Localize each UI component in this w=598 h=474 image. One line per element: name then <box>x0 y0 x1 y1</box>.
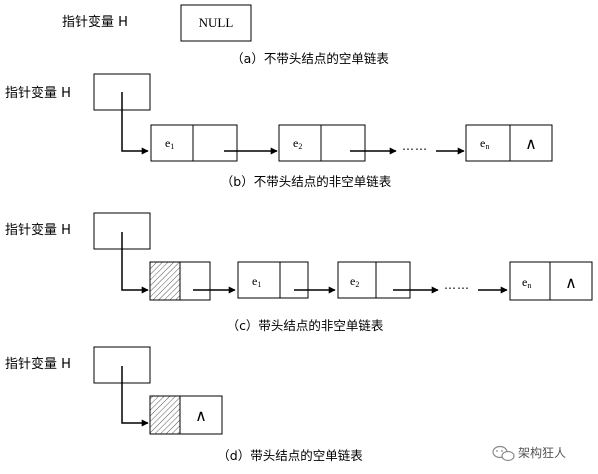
null-value: NULL <box>199 15 234 30</box>
panel-c: 指针变量 H e1 e2 …… en ∧ （c）带头结点的非空单链表 <box>5 212 593 333</box>
panel-b: 指针变量 H e1 e2 …… en ∧ （b）不带头结点的非空单链表 <box>5 73 553 189</box>
watermark-text: 架构狂人 <box>518 445 566 460</box>
ellipsis-c: …… <box>444 278 470 292</box>
node-next-field <box>279 261 309 299</box>
panel-d: 指针变量 H ∧ （d）带头结点的空单链表 <box>5 346 363 463</box>
node-c-n: en ∧ <box>509 261 593 301</box>
node-c-1: e1 <box>237 261 309 299</box>
node-label-e2: e2 <box>350 274 359 289</box>
pointer-var-label-b: 指针变量 H <box>5 85 71 101</box>
node-c-2: e2 <box>337 261 411 299</box>
node-label-e1: e1 <box>252 274 261 289</box>
caption-d: （d）带头结点的空单链表 <box>217 448 363 463</box>
head-next-field <box>179 395 223 435</box>
panel-a: 指针变量 H NULL （a）不带头结点的空单链表 <box>62 4 389 66</box>
watermark: 架构狂人 <box>492 445 566 462</box>
node-label-en: en <box>480 136 489 151</box>
node-next-field <box>320 124 366 162</box>
node-next-field <box>375 261 411 299</box>
head-data-field-hatched <box>149 395 181 435</box>
null-pointer-symbol: ∧ <box>525 134 537 153</box>
pointer-var-label-d: 指针变量 H <box>5 356 71 372</box>
node-label-e1: e1 <box>165 136 174 151</box>
node-label-en: en <box>522 275 531 290</box>
pointer-arrow-c <box>121 232 149 294</box>
pointer-arrow-b <box>121 92 149 155</box>
null-pointer-symbol: ∧ <box>195 406 207 425</box>
node-b-2: e2 <box>278 124 366 162</box>
node-next-field <box>192 124 238 162</box>
node-b-n: en ∧ <box>465 124 553 162</box>
head-data-field-hatched <box>149 261 181 301</box>
node-next-field <box>509 124 553 162</box>
node-label-e2: e2 <box>293 136 302 151</box>
head-node-d: ∧ <box>149 395 223 435</box>
head-node-c <box>149 261 211 301</box>
node-next-field <box>549 261 593 301</box>
null-pointer-symbol: ∧ <box>565 273 577 292</box>
head-next-field <box>179 261 211 301</box>
pointer-var-label-c: 指针变量 H <box>5 222 71 238</box>
caption-c: （c）带头结点的非空单链表 <box>227 318 384 333</box>
caption-a: （a）不带头结点的空单链表 <box>231 51 389 66</box>
ellipsis-b: …… <box>402 139 428 153</box>
pointer-var-label-a: 指针变量 H <box>62 14 128 30</box>
pointer-arrow-d <box>121 366 149 427</box>
caption-b: （b）不带头结点的非空单链表 <box>221 174 392 189</box>
wechat-icon <box>492 445 515 462</box>
node-b-1: e1 <box>150 124 238 162</box>
pointer-box-a <box>180 4 252 42</box>
